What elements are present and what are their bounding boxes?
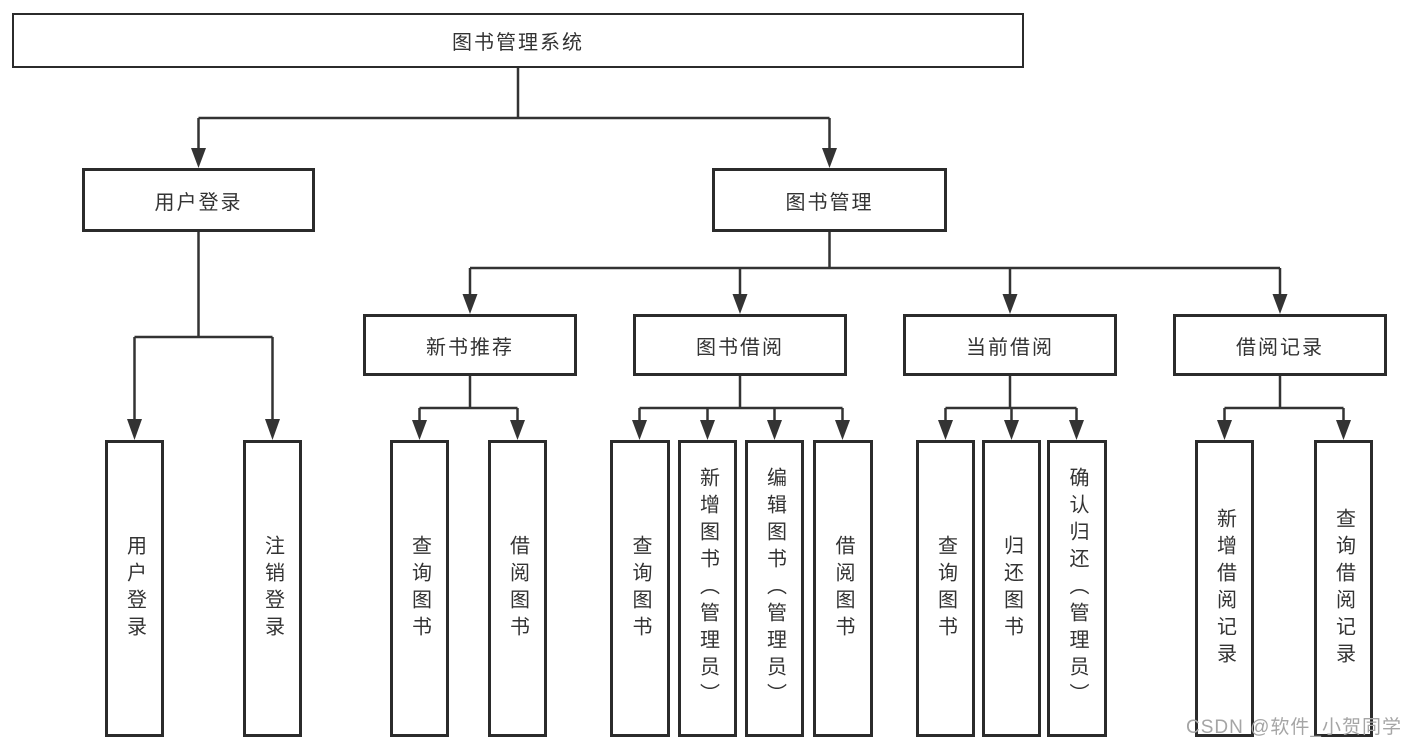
arrowhead [510,420,525,440]
arrowhead [1004,420,1019,440]
arrowhead [265,419,280,440]
node-new-book-recommend: 新书推荐 [363,314,577,376]
leaf-return-book: 归还图书 [982,440,1041,737]
leaf-add-book-admin-label: 新增图书（管理员） [696,467,719,710]
arrowhead [1069,420,1084,440]
leaf-query-book-1-label: 查询图书 [408,534,431,643]
leaf-borrow-book-2-label: 借阅图书 [832,534,854,643]
leaf-logout-label: 注销登录 [261,534,284,643]
leaf-confirm-return-admin-label: 确认归还（管理员） [1066,467,1088,710]
leaf-query-book-2: 查询图书 [610,440,670,737]
node-borrow-records-label: 借阅记录 [1236,336,1324,359]
leaf-borrow-book-2: 借阅图书 [813,440,873,737]
node-borrow-records: 借阅记录 [1173,314,1387,376]
node-book-borrow-label: 图书借阅 [696,336,784,359]
node-current-borrow: 当前借阅 [903,314,1117,376]
arrowhead [1272,294,1288,314]
edge-book-borrow-split [638,376,844,420]
edge-new-book-split [418,376,519,420]
node-root: 图书管理系统 [12,13,1024,68]
arrowhead [835,420,850,440]
node-current-borrow-label: 当前借阅 [966,336,1054,359]
edge-root-split [197,68,831,150]
node-user-login: 用户登录 [82,168,315,232]
csdn-watermark: CSDN @软件_小贺同学 [1186,717,1402,738]
leaf-query-borrow-record-label: 查询借阅记录 [1332,507,1355,670]
leaf-edit-book-admin-label: 编辑图书（管理员） [763,467,786,710]
node-book-borrow: 图书借阅 [633,314,847,376]
leaf-query-borrow-record: 查询借阅记录 [1314,440,1373,737]
node-book-management-label: 图书管理 [785,191,874,214]
arrowhead [732,294,748,314]
leaf-confirm-return-admin: 确认归还（管理员） [1047,440,1107,737]
leaf-borrow-book-1-label: 借阅图书 [506,534,529,643]
arrowheads [127,148,1351,440]
arrowhead [767,420,782,440]
arrowhead [1336,420,1351,440]
leaf-borrow-book-1: 借阅图书 [488,440,547,737]
leaf-add-borrow-record-label: 新增借阅记录 [1213,507,1236,670]
arrowhead [938,420,953,440]
arrowhead [462,294,478,314]
arrowhead [1217,420,1232,440]
leaf-query-book-2-label: 查询图书 [629,534,651,643]
leaf-add-book-admin: 新增图书（管理员） [678,440,737,737]
edge-book-management-split [468,232,1282,294]
node-book-management: 图书管理 [712,168,947,232]
leaf-query-book-1: 查询图书 [390,440,449,737]
arrowhead [191,148,206,168]
connector-paths [133,68,1345,420]
leaf-add-borrow-record: 新增借阅记录 [1195,440,1254,737]
node-root-label: 图书管理系统 [452,32,584,54]
arrowhead [412,420,427,440]
leaf-query-book-3-label: 查询图书 [934,534,957,643]
leaf-edit-book-admin: 编辑图书（管理员） [745,440,804,737]
node-user-login-label: 用户登录 [154,191,243,214]
arrowhead [822,148,837,168]
arrowhead [632,420,647,440]
arrowhead [127,419,142,440]
leaf-return-book-label: 归还图书 [1000,534,1023,643]
leaf-logout: 注销登录 [243,440,302,737]
arrowhead [1002,294,1018,314]
leaf-user-login-label: 用户登录 [123,534,146,643]
arrowhead [700,420,715,440]
leaf-query-book-3: 查询图书 [916,440,975,737]
edge-borrow-records-split [1223,376,1345,420]
edge-user-login-split [133,232,274,419]
node-new-book-recommend-label: 新书推荐 [426,336,514,359]
edge-current-borrow-split [944,376,1078,420]
leaf-user-login: 用户登录 [105,440,164,737]
